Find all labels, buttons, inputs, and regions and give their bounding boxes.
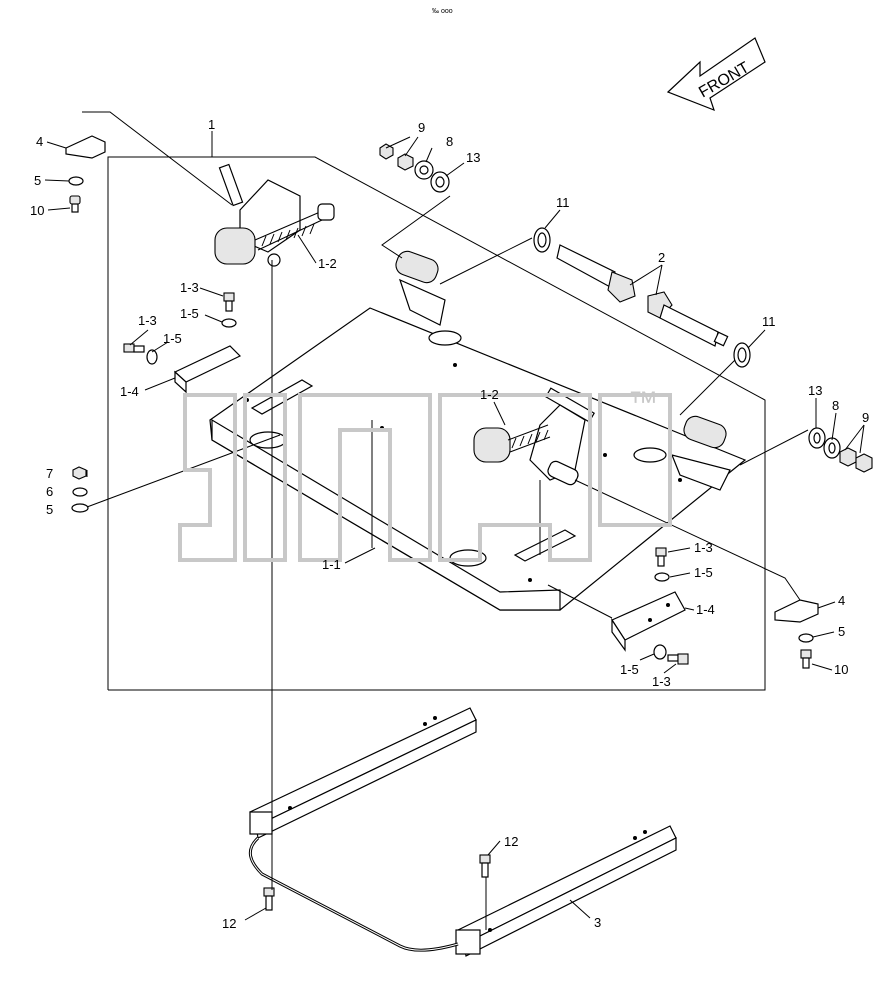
washer-5-left (68, 176, 84, 186)
callout-13-top: 13 (466, 150, 480, 165)
connecting-rod (248, 836, 459, 952)
callout-2: 2 (658, 250, 665, 265)
bolt-10-left (69, 195, 81, 213)
callout-4-right: 4 (838, 593, 845, 608)
callout-12-lower: 12 (222, 916, 236, 931)
callout-10-right: 10 (834, 662, 848, 677)
callout-1-5-c: 1-5 (694, 565, 713, 580)
seat-rail-right (455, 825, 677, 957)
callout-4-left: 4 (36, 134, 43, 149)
bolt-12-upper (479, 854, 491, 878)
callout-1-5-d: 1-5 (620, 662, 639, 677)
bracket-1-4-right (611, 591, 686, 652)
washer-8-top (414, 160, 434, 180)
bolt-1-3-b (123, 343, 145, 353)
watermark-logo: ™ (178, 386, 672, 562)
callout-9-right: 9 (862, 410, 869, 425)
washer-13-top (430, 171, 450, 193)
bolt-10-right (800, 649, 812, 669)
callout-1-5-b: 1-5 (163, 331, 182, 346)
hinge-bracket-front (671, 415, 731, 491)
callout-8-right: 8 (832, 398, 839, 413)
callout-1-2-upper: 1-2 (318, 256, 337, 271)
callout-1-4-left: 1-4 (120, 384, 139, 399)
washer-13-right (808, 427, 826, 449)
callout-6: 6 (46, 484, 53, 499)
nut-9-d (855, 453, 873, 473)
clip-4-right (774, 599, 819, 623)
connecting-rod-inner (249, 837, 459, 951)
assembly-1-boundary (107, 156, 766, 691)
bolt-12-lower (263, 887, 275, 911)
header-stamp: ‰ ооо (432, 8, 453, 15)
callout-8-top: 8 (446, 134, 453, 149)
callout-3: 3 (594, 915, 601, 930)
ring-11-lower (733, 342, 751, 368)
callout-1-4-right: 1-4 (696, 602, 715, 617)
callout-labels: 1 1-2 1-3 1-5 1-3 1-5 1-4 4 5 10 7 6 5 1… (30, 117, 869, 931)
hinge-bracket-rear (395, 250, 446, 326)
callout-1-3-a: 1-3 (180, 280, 199, 295)
nut-9-c (839, 447, 857, 467)
washer-1-5-d (653, 644, 667, 660)
callout-1-2-lower: 1-2 (480, 387, 499, 402)
washer-6 (72, 487, 88, 497)
washer-1-5-c (654, 572, 670, 582)
clip-4-left (65, 135, 106, 159)
callout-7: 7 (46, 466, 53, 481)
bracket-1-4-left (173, 345, 242, 394)
washer-5-right (798, 633, 814, 643)
callout-1-1: 1-1 (322, 557, 341, 572)
callout-1: 1 (208, 117, 215, 132)
callout-12-upper: 12 (504, 834, 518, 849)
nut-7 (72, 466, 87, 480)
callout-9-top: 9 (418, 120, 425, 135)
callout-1-3-c: 1-3 (694, 540, 713, 555)
ring-11-upper (533, 227, 551, 253)
pin-2-lower (647, 291, 729, 347)
washer-1-5-b (146, 349, 158, 365)
bolt-1-3-a (223, 292, 235, 312)
pin-2-upper (556, 244, 636, 303)
nut-9-b (397, 153, 414, 171)
washer-5-mid (71, 503, 89, 513)
callout-11-upper: 11 (556, 195, 570, 210)
callout-13-right: 13 (808, 383, 822, 398)
callout-1-3-b: 1-3 (138, 313, 157, 328)
lock-mechanism-upper (214, 163, 335, 267)
callout-11-lower: 11 (762, 314, 776, 329)
seat-rail-left (249, 707, 477, 839)
callout-5-upper-left: 5 (34, 173, 41, 188)
washer-8-right (823, 437, 841, 459)
watermark-tm: ™ (628, 386, 658, 419)
callout-10-left: 10 (30, 203, 44, 218)
nut-9-a (379, 143, 394, 160)
callout-5-mid-left: 5 (46, 502, 53, 517)
washer-1-5-a (221, 318, 237, 328)
callout-5-right: 5 (838, 624, 845, 639)
callout-1-3-d: 1-3 (652, 674, 671, 689)
bolt-1-3-d (667, 653, 689, 665)
front-direction-arrow: FRONT (666, 37, 766, 112)
callout-1-5-a: 1-5 (180, 306, 199, 321)
bolt-1-3-c (655, 547, 667, 567)
